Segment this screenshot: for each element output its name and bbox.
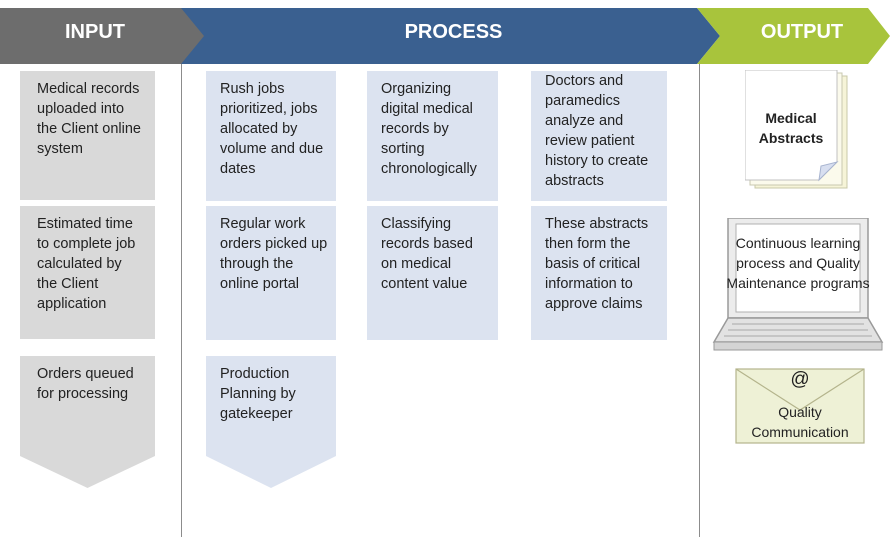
process-step-classifying: Classifying records based on medical con…: [367, 206, 498, 340]
input-step-queue-arrow: [20, 356, 155, 488]
process-step-planning: Production Planning by gatekeeper: [206, 356, 336, 446]
process-step-rush-jobs-text: Rush jobs prioritized, jobs allocated by…: [220, 81, 324, 177]
input-step-upload-text: Medical records uploaded into the Client…: [37, 81, 141, 157]
input-header-label: INPUT: [65, 21, 125, 43]
input-step-queue-text: Orders queued for processing: [37, 366, 134, 402]
input-step-estimate-text: Estimated time to complete job calculate…: [37, 216, 136, 312]
at-symbol-icon: @: [790, 369, 810, 390]
process-step-organizing: Organizing digital medical records by so…: [367, 71, 498, 201]
envelope-icon: [735, 368, 865, 444]
process-output-divider: [699, 64, 700, 537]
input-header-arrow: [0, 8, 208, 64]
process-step-rush-jobs: Rush jobs prioritized, jobs allocated by…: [206, 71, 336, 201]
process-step-regular-orders-text: Regular work orders picked up through th…: [220, 216, 328, 292]
output-header-arrow: [697, 8, 890, 64]
process-header-arrow: [181, 8, 720, 64]
document-stack-icon: [745, 70, 848, 189]
input-process-divider: [181, 64, 182, 537]
phase-header-bar: [0, 8, 890, 64]
process-step-organizing-text: Organizing digital medical records by so…: [381, 81, 477, 177]
medical-abstracts-label: Medical Abstracts: [758, 110, 824, 146]
input-step-estimate: Estimated time to complete job calculate…: [20, 206, 155, 339]
process-step-abstracts-basis: These abstracts then form the basis of c…: [531, 206, 667, 340]
process-step-planning-text: Production Planning by gatekeeper: [220, 366, 296, 422]
process-step-regular-orders: Regular work orders picked up through th…: [206, 206, 336, 340]
laptop-icon: [712, 218, 884, 351]
input-step-queue: Orders queued for processing: [20, 356, 155, 446]
input-step-upload: Medical records uploaded into the Client…: [20, 71, 155, 200]
process-step-abstracts-basis-text: These abstracts then form the basis of c…: [545, 216, 649, 312]
quality-communication-label: Quality Communication: [751, 404, 849, 440]
process-step-classifying-text: Classifying records based on medical con…: [381, 216, 473, 292]
continuous-learning-label: Continuous learning process and Quality …: [726, 235, 870, 291]
process-step-doctors-review-text: Doctors and paramedics analyze and revie…: [545, 73, 649, 189]
process-step-planning-arrow: [206, 356, 336, 488]
process-step-doctors-review: Doctors and paramedics analyze and revie…: [531, 71, 667, 201]
output-header-label: OUTPUT: [760, 21, 844, 43]
process-header-label: PROCESS: [404, 21, 503, 43]
